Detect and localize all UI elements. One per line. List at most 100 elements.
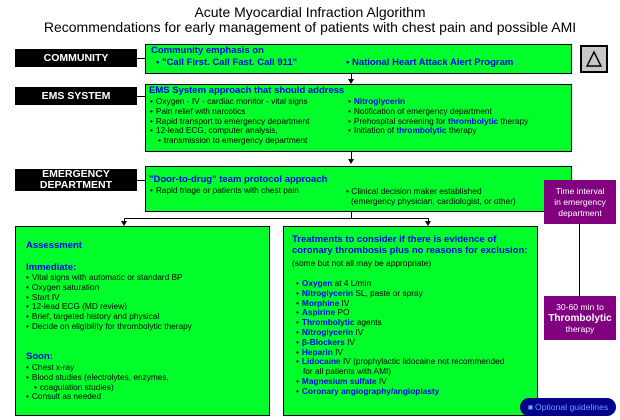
treatment-item: Lidocaine IV (prophylactic lidocaine not… (296, 356, 505, 367)
treatment-item: Coronary angiography/angioplasty (296, 385, 504, 397)
treatment-drug: Nitroglycerin (301, 326, 354, 337)
treatment-item: for all patients with AMI) (296, 366, 504, 377)
treatment-drug: Coronary angiography/angioplasty (301, 385, 440, 396)
list-item: Blood studies (electrolytes, enzymes, (26, 372, 169, 383)
ems-item-nitro: Nitroglycerin (348, 96, 528, 107)
treatments-box: Treatments to consider if there is evide… (283, 226, 538, 416)
ems-heading: EMS System approach that should address (149, 85, 345, 96)
treatments-heading-line2: coronary thrombosis plus no reasons for … (292, 245, 528, 256)
treatment-detail: IV (376, 375, 387, 386)
ems-item-notify: Notification of emergency department (348, 106, 528, 117)
ed-heading: "Door-to-drug" team protocol approach (149, 174, 328, 185)
treatments-list: Oxygen at 4 L/minNitroglycerin SL, paste… (296, 278, 505, 397)
treatment-detail: SL, paste or spray (353, 287, 423, 298)
stage-ems-system: EMS SYSTEM (15, 87, 137, 105)
list-item: Brief, targeted history and physical (26, 311, 192, 322)
community-item-program-text: National Heart Attack Alert Program (351, 57, 514, 68)
emergency-dept-box: "Door-to-drug" team protocol approach Ra… (145, 166, 572, 212)
treatment-detail: IV (353, 326, 364, 337)
treatment-item: Nitroglycerin SL, paste or spray (296, 287, 504, 299)
treatment-detail: IV (344, 336, 355, 347)
treatments-heading-line1: Treatments to consider if there is evide… (292, 234, 497, 245)
optional-guidelines-label: Optional guidelines (535, 402, 609, 412)
ems-item-initiation: Initiation of thrombolytic therapy (348, 125, 528, 136)
time-interval-line2: in emergency (554, 196, 606, 207)
page-title: Acute Myocardial Infraction Algorithm (194, 4, 426, 20)
ed-left-list: Rapid triage or patients with chest pain (150, 185, 299, 196)
time-interval-box: Time interval in emergency department (544, 180, 616, 224)
community-item-call-text: "Call First. Call Fast. Call 911" (161, 57, 298, 68)
treatments-subheading: (some but not all may be appropriate) (292, 258, 432, 268)
stage-emergency-line2: DEPARTMENT (39, 179, 113, 191)
treatment-drug: Magnesium sulfate (301, 375, 377, 386)
treatment-detail: agents (354, 317, 382, 328)
back-button[interactable] (580, 45, 608, 73)
treatment-detail: IV (332, 346, 343, 357)
list-item: coagulation studies) (26, 381, 169, 393)
treatment-drug: Heparin (301, 346, 333, 357)
ems-item-transmission: transmission to emergency department (150, 135, 309, 146)
time-min-line1: 30-60 min to (556, 301, 604, 312)
community-item-call: • "Call First. Call Fast. Call 911" (156, 57, 298, 68)
list-item: Consult as needed (26, 392, 169, 402)
treatment-item: Nitroglycerin IV (296, 326, 504, 338)
treatment-detail: for all patients with AMI) (303, 366, 392, 377)
treatment-item: β-Blockers IV (296, 336, 504, 348)
community-heading: Community emphasis on (151, 45, 264, 56)
list-item: Start IV (26, 292, 192, 303)
triangle-icon (585, 50, 603, 67)
ems-prehosp-suffix: therapy (498, 115, 529, 126)
ems-item-oxygen: Oxygen - IV - cardiac monitor - vital si… (150, 96, 309, 107)
treatment-item: Oxygen at 4 L/min (296, 278, 504, 289)
treatment-drug: β-Blockers (301, 336, 345, 347)
list-item: Decide on eligibility for thrombolytic t… (26, 321, 192, 332)
ems-item-pain: Pain relief with narcotics (150, 106, 309, 117)
treatment-drug: Thrombolytic (301, 317, 355, 328)
ems-box: EMS System approach that should address … (145, 84, 572, 152)
time-interval-line3: department (558, 207, 602, 218)
stage-community: COMMUNITY (15, 49, 137, 67)
ems-prehosp-bold: thrombolytic (448, 115, 499, 126)
time-to-thrombolytic-box: 30-60 min to Thrombolytic therapy (544, 296, 616, 340)
assessment-box: Assessment Immediate: Vital signs with a… (15, 226, 270, 416)
time-interval-line1: Time interval (555, 185, 605, 196)
ems-init-prefix: Initiation of (353, 125, 397, 136)
ems-item-transport: Rapid transport to emergency department (150, 116, 310, 127)
ems-item-ecg: 12-lead ECG, computer analysis, (150, 126, 309, 136)
ed-item-decision-detail: (emergency physician, cardiologist, or o… (351, 196, 516, 206)
ed-right-block: • Clinical decision maker established (e… (346, 186, 516, 206)
time-min-line2: Thrombolytic (548, 312, 612, 324)
ed-item-decision: • Clinical decision maker established (346, 186, 482, 196)
list-item: Chest x-ray (26, 362, 169, 373)
ems-nitro-text: Nitroglycerin (353, 96, 406, 106)
ems-init-suffix: therapy (446, 125, 477, 136)
community-box: Community emphasis on • "Call First. Cal… (145, 44, 572, 74)
treatment-item: Thrombolytic agents (296, 317, 504, 328)
list-item: Vital signs with automatic or standard B… (26, 272, 192, 283)
stage-emergency-line1: EMERGENCY (42, 168, 110, 180)
ems-init-bold: thrombolytic (396, 125, 447, 136)
page-subtitle: Recommendations for early management of … (43, 19, 577, 35)
list-item: Oxygen saturation (26, 282, 192, 293)
community-item-program: • National Heart Attack Alert Program (346, 57, 514, 68)
treatment-item: Aspirine PO (296, 307, 504, 318)
treatment-item: Magnesium sulfate IV (296, 375, 504, 387)
treatment-item: Heparin IV (296, 346, 504, 358)
treatment-drug: Morphine (301, 297, 340, 308)
treatment-detail: IV (prophylactic lidocaine not recommend… (340, 356, 505, 367)
treatment-item: Morphine IV (296, 297, 504, 309)
ed-decision-text: Clinical decision maker established (351, 186, 482, 196)
assessment-immediate-list: Vital signs with automatic or standard B… (26, 272, 192, 332)
list-item: 12-lead ECG (MD review) (26, 302, 192, 312)
treatment-detail: PO (335, 307, 350, 318)
ems-item-prehospital: Prehospital screening for thrombolytic t… (348, 115, 529, 127)
assessment-immediate-label: Immediate: (26, 262, 77, 273)
assessment-soon-label: Soon: (26, 351, 53, 362)
ems-item-transmission-text: transmission to emergency department (163, 135, 308, 146)
stage-emergency-department: EMERGENCY DEPARTMENT (15, 169, 137, 191)
ed-item-triage: Rapid triage or patients with chest pain (150, 185, 299, 196)
soon-item-text: coagulation studies) (39, 381, 114, 392)
time-min-line3: therapy (565, 323, 595, 334)
optional-guidelines-button[interactable]: ■ Optional guidelines (520, 398, 616, 416)
square-bullet-icon: ■ (527, 402, 534, 412)
